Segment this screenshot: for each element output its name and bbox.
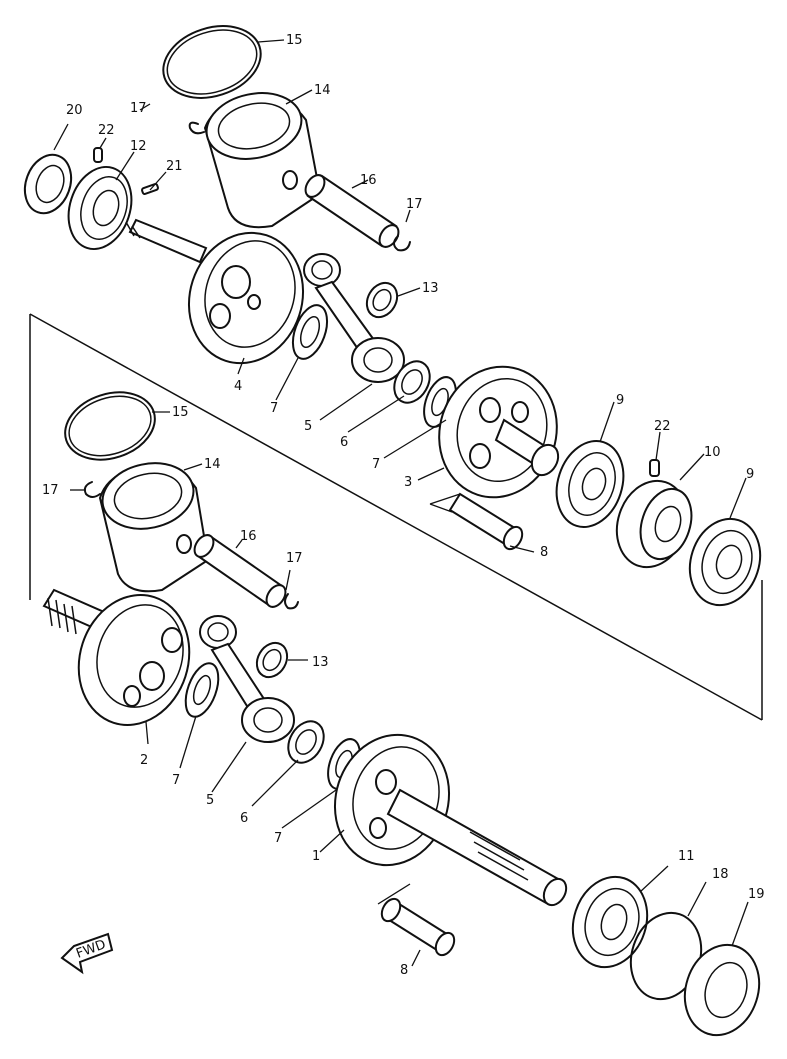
label-8-upper: 8 bbox=[540, 545, 548, 560]
callout-lines bbox=[53, 39, 749, 967]
label-7-lower-b: 7 bbox=[274, 831, 282, 846]
label-3: 3 bbox=[404, 475, 412, 490]
label-17-lower-right: 17 bbox=[286, 551, 303, 566]
needle-bearing-big-upper bbox=[393, 360, 431, 404]
label-13-lower: 13 bbox=[312, 655, 329, 670]
label-13-upper: 13 bbox=[422, 281, 439, 296]
label-17-lower-left: 17 bbox=[42, 483, 59, 498]
woodruff-key bbox=[141, 183, 159, 195]
part-number-labels: 15 14 17 20 22 12 21 16 17 13 4 7 5 6 7 … bbox=[42, 33, 765, 978]
crank-half-lower-left bbox=[42, 588, 191, 726]
label-2: 2 bbox=[140, 753, 148, 768]
dowel-pin-middle bbox=[649, 459, 660, 477]
label-15-lower: 15 bbox=[172, 405, 189, 420]
circlip-lower-left bbox=[83, 481, 101, 498]
divider-line bbox=[29, 313, 763, 721]
label-6-upper: 6 bbox=[340, 435, 348, 450]
forward-arrow-icon: FWD bbox=[60, 932, 114, 975]
needle-bearing-small-upper bbox=[365, 281, 399, 319]
piston-lower bbox=[98, 462, 210, 593]
labyrinth-seal bbox=[615, 479, 693, 569]
label-21: 21 bbox=[166, 159, 183, 174]
label-10: 10 bbox=[704, 445, 721, 460]
label-18: 18 bbox=[712, 867, 729, 882]
oil-seal-upper bbox=[23, 153, 73, 215]
crank-pin-upper bbox=[448, 492, 524, 551]
label-12: 12 bbox=[130, 139, 147, 154]
piston-upper bbox=[203, 92, 322, 229]
bearing-middle-b bbox=[688, 517, 762, 607]
connecting-rod-upper bbox=[303, 253, 405, 383]
label-14-upper: 14 bbox=[314, 83, 331, 98]
connecting-rod-lower bbox=[199, 615, 295, 743]
label-11: 11 bbox=[678, 849, 695, 864]
label-22-middle: 22 bbox=[654, 419, 671, 434]
crank-pin-lower-guide bbox=[377, 883, 411, 905]
dowel-pin-upper bbox=[93, 147, 103, 163]
label-16-upper: 16 bbox=[360, 173, 377, 188]
label-14-lower: 14 bbox=[204, 457, 221, 472]
thrust-washer-upper-a bbox=[291, 304, 329, 360]
label-9-b: 9 bbox=[746, 467, 754, 482]
label-4: 4 bbox=[234, 379, 242, 394]
crank-pin-upper-guide bbox=[429, 493, 461, 513]
label-17-upper-left: 17 bbox=[130, 101, 147, 116]
label-15-upper: 15 bbox=[286, 33, 303, 48]
label-19: 19 bbox=[748, 887, 765, 902]
label-7-upper-a: 7 bbox=[270, 401, 278, 416]
label-9-a: 9 bbox=[616, 393, 624, 408]
needle-bearing-small-lower bbox=[255, 641, 289, 679]
circlip-upper-left bbox=[188, 121, 205, 135]
label-1: 1 bbox=[312, 849, 320, 864]
crank-half-lower-right bbox=[333, 733, 568, 907]
label-22-upper: 22 bbox=[98, 123, 115, 138]
label-5-lower: 5 bbox=[206, 793, 214, 808]
needle-bearing-big-lower bbox=[287, 720, 325, 764]
piston-pin-lower bbox=[193, 534, 287, 608]
label-8-lower: 8 bbox=[400, 963, 408, 978]
label-20: 20 bbox=[66, 103, 83, 118]
label-7-lower-a: 7 bbox=[172, 773, 180, 788]
label-6-lower: 6 bbox=[240, 811, 248, 826]
bearing-middle-a bbox=[555, 440, 625, 528]
bearing-upper-left bbox=[67, 165, 133, 251]
oil-seal-lower bbox=[683, 943, 761, 1037]
label-17-upper-right: 17 bbox=[406, 197, 423, 212]
circlip-upper-right bbox=[393, 235, 411, 252]
circlip-lower-right bbox=[284, 593, 299, 610]
bearing-lower bbox=[571, 875, 649, 969]
thrust-washer-lower-a bbox=[184, 662, 220, 718]
crank-half-middle bbox=[438, 365, 560, 499]
piston-ring-upper bbox=[162, 25, 262, 99]
label-16-lower: 16 bbox=[240, 529, 257, 544]
label-7-upper-b: 7 bbox=[372, 457, 380, 472]
piston-pin-upper bbox=[304, 174, 400, 248]
piston-ring-lower bbox=[64, 391, 156, 461]
crank-pin-lower bbox=[380, 897, 456, 957]
crank-half-upper bbox=[125, 218, 305, 365]
label-5-upper: 5 bbox=[304, 419, 312, 434]
